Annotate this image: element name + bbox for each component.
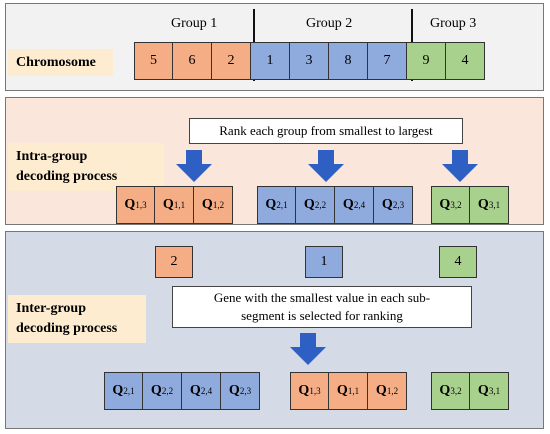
gene-cell: 4 [446, 42, 485, 80]
min-value-group-3: 4 [439, 246, 477, 278]
intra-label-line2: decoding process [16, 169, 118, 184]
down-arrow-icon [442, 150, 478, 182]
inter-instruction-line1: Gene with the smallest value in each sub… [213, 290, 431, 305]
down-arrow-icon [290, 333, 326, 365]
gene-cell: 5 [134, 42, 173, 80]
gene-cell: 6 [173, 42, 212, 80]
group-1-label: Group 1 [171, 16, 218, 31]
inter-label: Inter-group decoding process [8, 295, 146, 343]
group-2-label: Group 2 [306, 16, 353, 31]
inter-group-panel: 2 1 4 Inter-group decoding process Gene … [5, 231, 544, 429]
gene-cell: 8 [329, 42, 368, 80]
gene-cell: 7 [368, 42, 407, 80]
down-arrow-icon [176, 150, 212, 182]
group-3-label: Group 3 [430, 16, 477, 31]
chromosome-panel: Chromosome Group 1 Group 2 Group 3 5 6 2… [5, 3, 544, 91]
inter-instruction-box: Gene with the smallest value in each sub… [172, 286, 472, 328]
intra-instruction-box: Rank each group from smallest to largest [189, 118, 463, 144]
inter-instruction-line2: segment is selected for ranking [241, 308, 403, 323]
chromosome-gene-row: 5 6 2 1 3 8 7 9 4 [134, 42, 485, 80]
gene-cell: 2 [212, 42, 251, 80]
down-arrow-icon [308, 150, 344, 182]
gene-cell: 9 [407, 42, 446, 80]
gene-cell: 1 [251, 42, 290, 80]
intra-group-panel: Rank each group from smallest to largest… [5, 97, 544, 225]
min-value-group-2: 1 [305, 246, 343, 278]
gene-cell: 3 [290, 42, 329, 80]
chromosome-label: Chromosome [8, 49, 113, 76]
inter-label-line1: Inter-group [16, 301, 86, 316]
intra-instruction-text: Rank each group from smallest to largest [219, 123, 433, 138]
intra-label: Intra-group decoding process [8, 143, 164, 191]
inter-label-line2: decoding process [16, 321, 118, 336]
intra-label-line1: Intra-group [16, 149, 88, 164]
min-value-group-1: 2 [155, 246, 193, 278]
